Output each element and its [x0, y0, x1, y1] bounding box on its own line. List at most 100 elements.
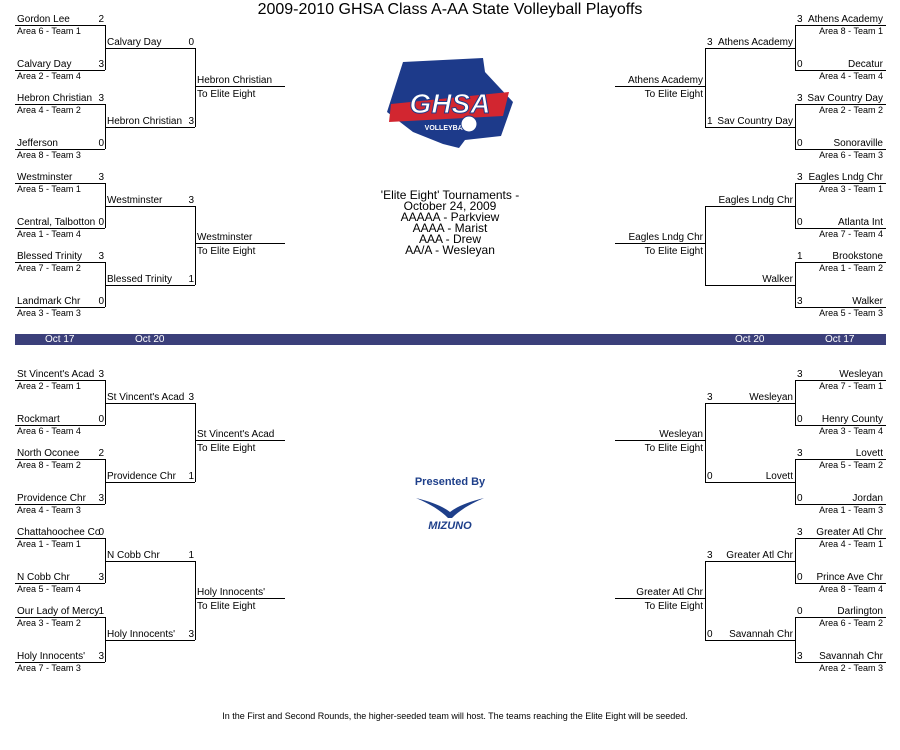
bracket-line: [795, 425, 886, 426]
team-score: 3: [98, 572, 104, 583]
bracket-line: [15, 25, 105, 26]
team-seed: Area 1 - Team 2: [819, 263, 883, 273]
bracket-line: [795, 262, 796, 307]
date-left-round2: Oct 20: [135, 334, 165, 345]
to-elite-label: To Elite Eight: [644, 601, 703, 612]
bracket-line: [105, 538, 106, 583]
team-name: Hebron Christian: [107, 116, 183, 127]
team-score: 3: [707, 392, 713, 403]
bracket-line: [795, 504, 886, 505]
team-score: 3: [797, 527, 803, 538]
team-name: Greater Atl Chr: [726, 550, 793, 561]
bracket-line: [195, 206, 196, 285]
team-score: 0: [707, 629, 713, 640]
team-name: Providence Chr: [17, 493, 86, 504]
team-name: Hebron Christian: [17, 93, 93, 104]
team-score: 0: [797, 606, 803, 617]
team-score: 3: [188, 392, 194, 403]
bracket-line: [795, 25, 796, 70]
team-score: 3: [98, 251, 104, 262]
team-seed: Area 8 - Team 2: [17, 460, 81, 470]
winner-name: Holy Innocents': [197, 587, 266, 598]
to-elite-label: To Elite Eight: [197, 601, 256, 612]
bracket-line: [705, 561, 706, 640]
team-seed: Area 4 - Team 3: [17, 505, 81, 515]
bracket-line: [15, 149, 105, 150]
bracket-line: [195, 598, 285, 599]
team-score: 1: [188, 274, 194, 285]
team-score: 3: [188, 195, 194, 206]
team-score: 3: [188, 629, 194, 640]
to-elite-label: To Elite Eight: [197, 89, 256, 100]
team-name: Atlanta Int: [837, 217, 883, 228]
team-score: 3: [797, 172, 803, 183]
team-seed: Area 3 - Team 1: [819, 184, 883, 194]
bracket-line: [105, 380, 106, 425]
to-elite-label: To Elite Eight: [644, 246, 703, 257]
bracket-line: [105, 403, 195, 404]
team-seed: Area 4 - Team 1: [819, 539, 883, 549]
bracket-line: [705, 48, 795, 49]
team-seed: Area 5 - Team 2: [819, 460, 883, 470]
team-name: Holy Innocents': [107, 629, 176, 640]
team-score: 3: [98, 172, 104, 183]
bracket-line: [795, 583, 886, 584]
bracket-line: [795, 104, 886, 105]
bracket-line: [705, 127, 795, 128]
team-seed: Area 6 - Team 2: [819, 618, 883, 628]
bracket-line: [795, 380, 796, 425]
bracket-line: [795, 70, 886, 71]
bracket-line: [15, 538, 105, 539]
team-seed: Area 2 - Team 4: [17, 71, 81, 81]
team-name: Sav Country Day: [717, 116, 793, 127]
team-name: Holy Innocents': [17, 651, 86, 662]
team-score: 3: [707, 550, 713, 561]
team-seed: Area 8 - Team 4: [819, 584, 883, 594]
bracket-line: [105, 206, 195, 207]
team-name: Calvary Day: [17, 59, 72, 70]
bracket-line: [105, 127, 195, 128]
bracket-line: [15, 504, 105, 505]
bracket-line: [795, 228, 886, 229]
team-name: Prince Ave Chr: [816, 572, 883, 583]
elite-line: October 24, 2009: [403, 199, 497, 213]
team-seed: Area 7 - Team 1: [819, 381, 883, 391]
team-score: 0: [797, 572, 803, 583]
bracket-line: [795, 380, 886, 381]
team-name: Our Lady of Mercy: [17, 606, 100, 617]
team-name: Darlington: [837, 606, 883, 617]
bracket-line: [15, 104, 105, 105]
team-score: 0: [188, 37, 194, 48]
team-name: Rockmart: [17, 414, 60, 425]
team-score: 3: [98, 59, 104, 70]
to-elite-label: To Elite Eight: [644, 443, 703, 454]
to-elite-label: To Elite Eight: [197, 246, 256, 257]
bracket-line: [15, 662, 105, 663]
bracket-line: [195, 86, 285, 87]
team-score: 3: [797, 14, 803, 25]
bracket-line: [105, 262, 106, 307]
team-name: Calvary Day: [107, 37, 162, 48]
winner-name: Athens Academy: [627, 75, 703, 86]
team-score: 0: [98, 296, 104, 307]
team-seed: Area 7 - Team 3: [17, 663, 81, 673]
bracket-line: [795, 617, 886, 618]
bracket-line: [195, 561, 196, 640]
bracket-line: [105, 640, 195, 641]
team-seed: Area 1 - Team 3: [819, 505, 883, 515]
team-name: Savannah Chr: [819, 651, 883, 662]
team-score: 3: [797, 448, 803, 459]
bracket-line: [615, 598, 705, 599]
team-score: 3: [797, 651, 803, 662]
team-name: N Cobb Chr: [17, 572, 70, 583]
team-score: 0: [98, 138, 104, 149]
team-seed: Area 3 - Team 2: [17, 618, 81, 628]
bracket-line: [15, 425, 105, 426]
bracket-line: [705, 206, 706, 285]
team-name: Decatur: [847, 59, 883, 70]
bracket-line: [795, 538, 886, 539]
date-right-round1: Oct 17: [825, 334, 855, 345]
team-score: 2: [98, 14, 104, 25]
team-name: Providence Chr: [107, 471, 176, 482]
winner-name: Hebron Christian: [197, 75, 273, 86]
